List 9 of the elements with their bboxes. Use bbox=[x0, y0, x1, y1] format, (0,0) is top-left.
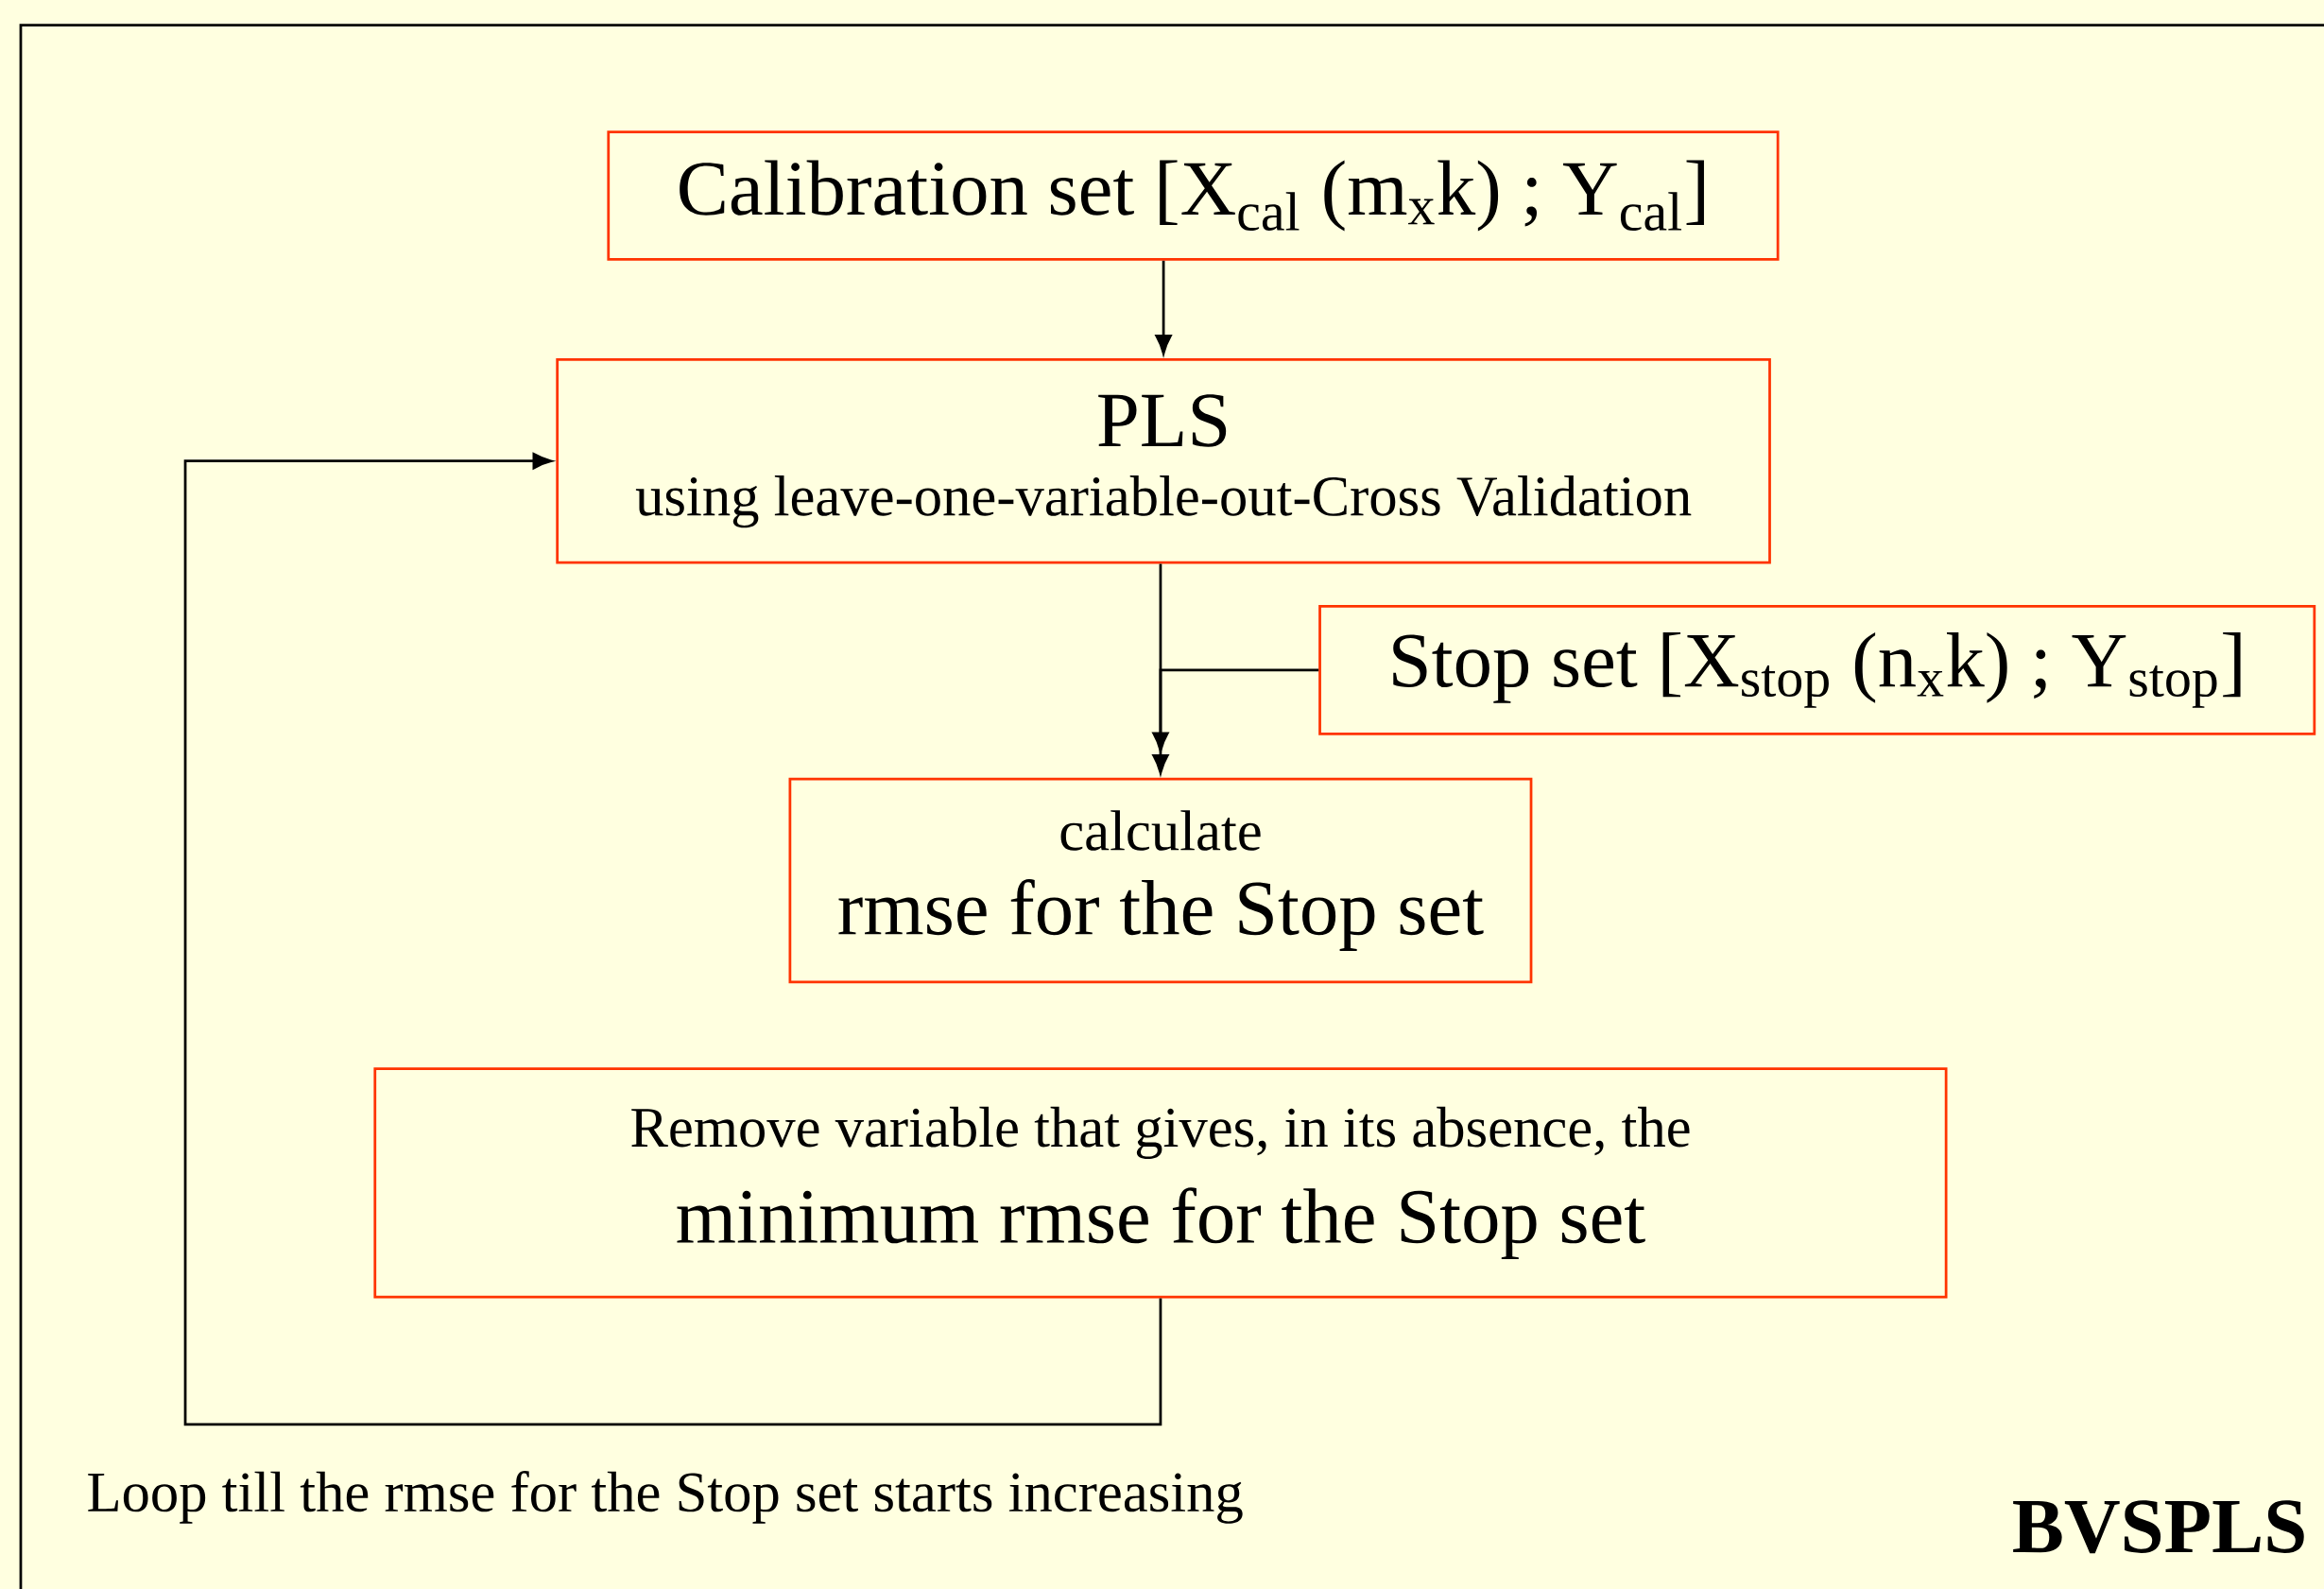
note: Loop till the rmse for the Stop set starts increasing bbox=[88, 1470, 1243, 1524]
process-box: Stop set [X$_{stop}$ (n$_{x}$k) ; Y$_{stop}$] bbox=[1318, 604, 2316, 735]
arrow bbox=[183, 453, 1162, 1426]
process-box: Calibration set [X$_{cal}$ (m$_{x}$k) ; Y$_{cal}$] bbox=[607, 130, 1780, 261]
method-name: BVSPLS bbox=[2013, 1500, 2304, 1554]
process-box: calculate rmse for the Stop set bbox=[788, 777, 1533, 984]
process-box: PLS using leave-one-variable-out-Cross Validation bbox=[556, 357, 1771, 564]
arrow bbox=[1152, 668, 1319, 752]
process-box: Remove variable that gives, in its absence, the minimum rmse for the Stop set bbox=[373, 1067, 1948, 1299]
